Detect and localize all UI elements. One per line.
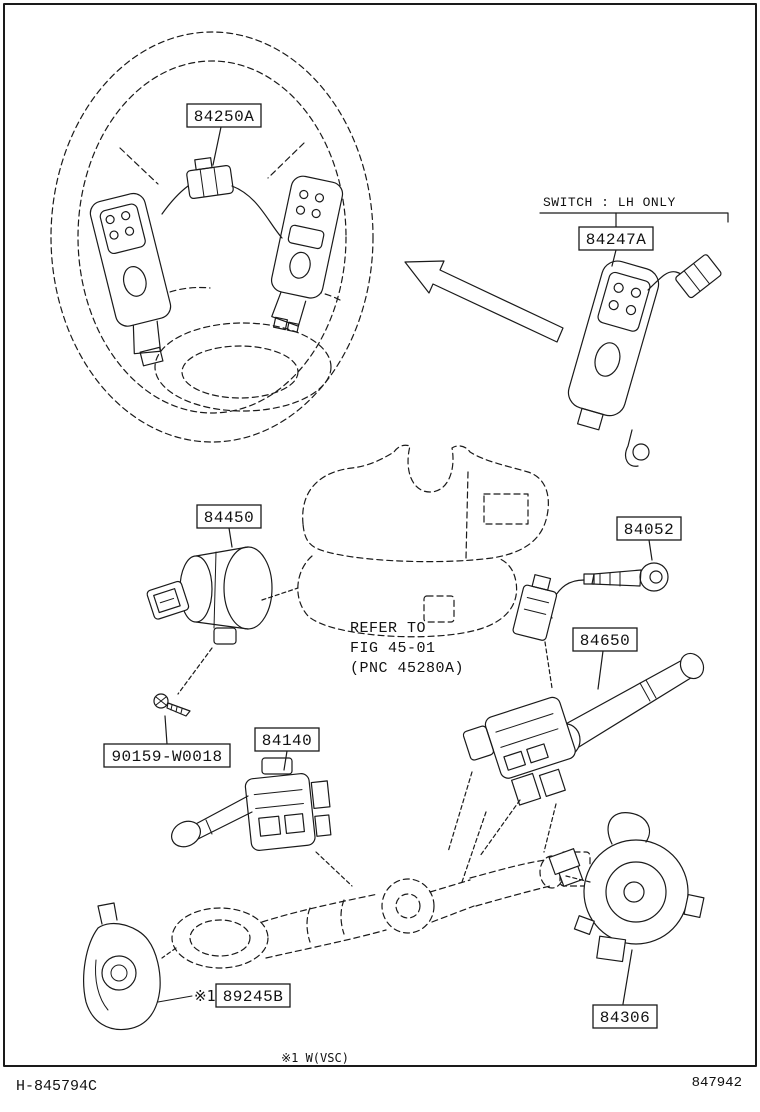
refer-line-3: (PNC 45280A): [350, 660, 464, 677]
part-number-84247A: 84247A: [586, 231, 647, 249]
column-cover-drawing: [297, 444, 549, 638]
ignition-cylinder-drawing: [146, 546, 299, 695]
part-number-84306: 84306: [600, 1009, 651, 1027]
refer-line-1: REFER TO: [350, 620, 426, 637]
part-label-84250A: 84250A: [186, 103, 262, 166]
steering-pad-switch-drawing: [89, 157, 344, 367]
part-label-89245B: ※1 89245B: [194, 983, 291, 1008]
refer-line-2: FIG 45-01: [350, 640, 436, 657]
part-number-89245B: 89245B: [223, 988, 284, 1006]
switch-lh-only-text: SWITCH : LH ONLY: [543, 195, 676, 210]
wiper-switch-drawing: [447, 652, 705, 857]
screw-drawing: [153, 693, 191, 717]
spiral-cable-drawing: [548, 812, 705, 963]
vsc-footnote: ※1 W(VSC): [281, 1051, 349, 1065]
part-label-84247A: 84247A: [578, 226, 654, 267]
part-label-90159-W0018: 90159-W0018: [103, 715, 231, 768]
page-frame: [3, 3, 757, 1067]
switch-lh-only-note: SWITCH : LH ONLY: [539, 195, 729, 228]
dimmer-switch-drawing: [171, 757, 353, 887]
part-number-84052: 84052: [624, 521, 675, 539]
part-number-84450: 84450: [204, 509, 255, 527]
part-label-84306: 84306: [592, 949, 658, 1029]
part-label-84650: 84650: [572, 627, 638, 690]
pad-switch-lh-drawing: [567, 254, 722, 467]
asterisk-1-marker: ※1: [194, 987, 216, 1005]
part-label-84052: 84052: [616, 516, 682, 561]
column-hole-cover-drawing: [83, 902, 193, 1031]
refer-note: REFER TO FIG 45-01 (PNC 45280A): [350, 620, 464, 677]
fig-code: 847942: [692, 1075, 742, 1091]
part-label-84450: 84450: [196, 504, 262, 548]
pointer-arrow: [404, 260, 564, 343]
part-number-84650: 84650: [580, 632, 631, 650]
part-label-84140: 84140: [254, 727, 320, 771]
transponder-key-drawing: [512, 562, 669, 689]
part-number-84250A: 84250A: [194, 108, 255, 126]
part-number-90159-W0018: 90159-W0018: [111, 748, 222, 766]
doc-code: H-845794C: [16, 1078, 97, 1095]
steering-shaft-drawing: [161, 811, 591, 969]
part-number-84140: 84140: [262, 732, 313, 750]
